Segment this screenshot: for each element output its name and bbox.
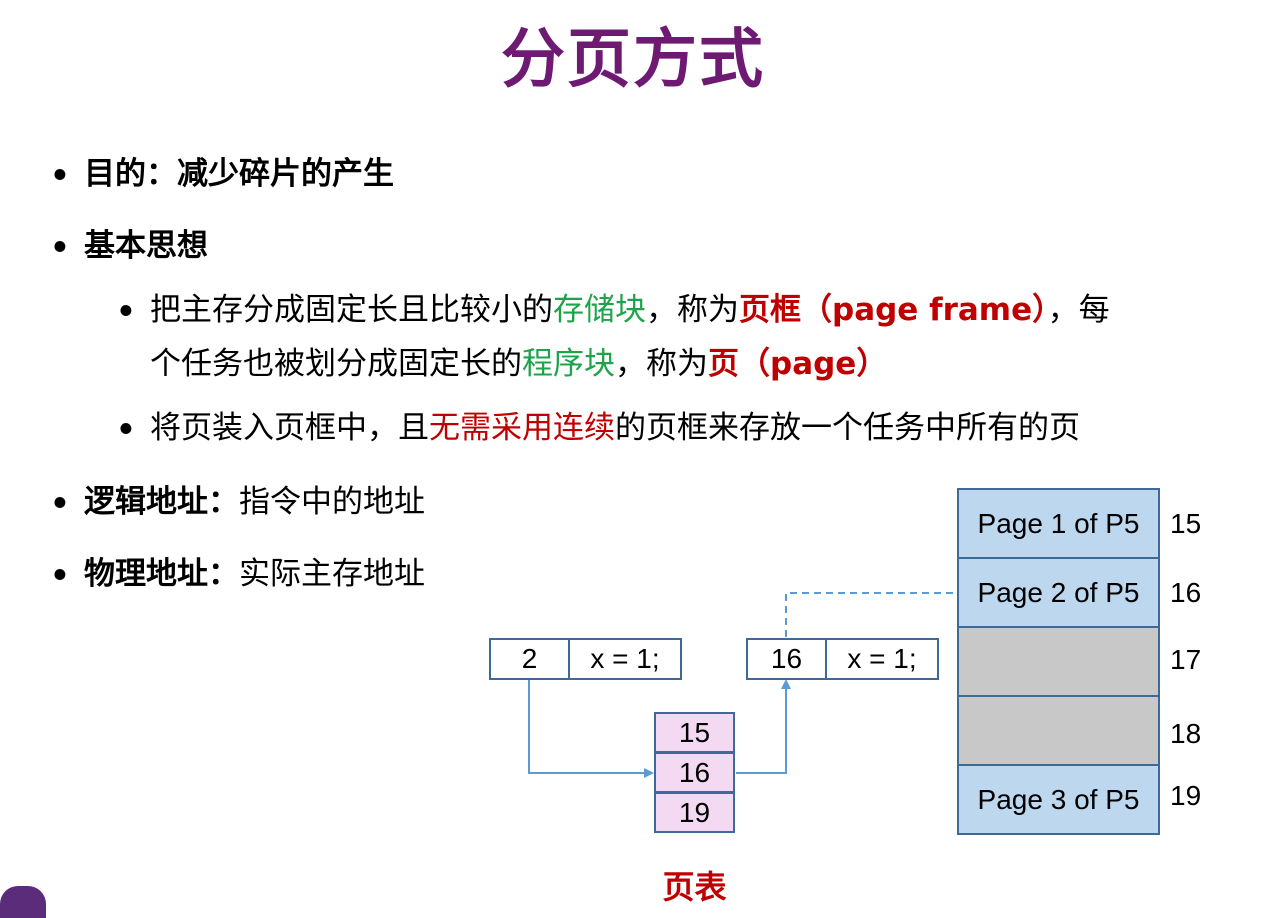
text: 将页装入页框中，且: [150, 410, 429, 446]
page-title: 分页方式: [501, 23, 765, 97]
text: 的页框来存放一个任务中所有的页: [615, 410, 1080, 446]
program-block-term: 程序块: [522, 346, 615, 382]
memory-frame-empty: [957, 626, 1160, 697]
physical-offset: x = 1;: [825, 638, 939, 680]
frame-number: 17: [1170, 644, 1202, 675]
page-table-caption: 页表: [662, 868, 727, 906]
logical-page-number: 2: [489, 638, 570, 680]
text: ，称为: [615, 346, 708, 382]
logical-address-text: 指令中的地址: [239, 484, 425, 520]
sub-bullet-frame-line2: 个任务也被划分成固定长的程序块，称为页（page）: [150, 344, 887, 384]
physical-address-label: 物理地址：: [84, 556, 239, 592]
text: ，每: [1047, 292, 1110, 328]
sub-bullet-noncontiguous: 将页装入页框中，且无需采用连续的页框来存放一个任务中所有的页: [150, 408, 1080, 448]
frame-number: 15: [1170, 508, 1202, 539]
page-frame-term: 页框（page frame）: [739, 292, 1048, 328]
dashed-frame-to-memory: [785, 592, 957, 637]
text: 个任务也被划分成固定长的: [150, 346, 522, 382]
arrow-page-to-table: [528, 680, 654, 778]
memory-frame-empty: [957, 695, 1160, 766]
bullet-dot: •: [50, 558, 70, 594]
text: 把主存分成固定长且比较小的: [150, 292, 553, 328]
sub-bullet-frame-line1: 把主存分成固定长且比较小的存储块，称为页框（page frame），每: [150, 290, 1110, 330]
text: ，称为: [646, 292, 739, 328]
memory-frame: Page 2 of P5: [957, 557, 1160, 628]
logical-address-label: 逻辑地址：: [84, 484, 239, 520]
page-table-entry: 16: [654, 752, 735, 793]
frame-number: 19: [1170, 780, 1202, 811]
frame-number: 18: [1170, 718, 1202, 749]
logical-offset: x = 1;: [568, 638, 682, 680]
frame-number: 16: [1170, 577, 1202, 608]
bullet-logical-address: 逻辑地址：指令中的地址: [84, 482, 425, 522]
bullet-basic-idea: 基本思想: [84, 228, 208, 264]
arrow-table-to-frame: [736, 679, 791, 774]
bullet-purpose: 目的：减少碎片的产生: [84, 156, 394, 192]
bullet-dot: •: [50, 230, 70, 266]
page-term: 页（page）: [708, 346, 888, 382]
memory-frame: Page 3 of P5: [957, 764, 1160, 835]
storage-block-term: 存储块: [553, 292, 646, 328]
memory-frame: Page 1 of P5: [957, 488, 1160, 559]
page-table-entry: 15: [654, 712, 735, 753]
bullet-physical-address: 物理地址：实际主存地址: [84, 554, 425, 594]
bullet-dot: •: [50, 486, 70, 522]
page-table-entry: 19: [654, 792, 735, 833]
bullet-dot: •: [50, 158, 70, 194]
sub-bullet-dot: •: [116, 412, 136, 448]
university-logo: [0, 886, 46, 918]
noncontiguous-term: 无需采用连续: [429, 410, 615, 446]
physical-address-text: 实际主存地址: [239, 556, 425, 592]
sub-bullet-dot: •: [116, 294, 136, 330]
physical-frame-number: 16: [746, 638, 827, 680]
